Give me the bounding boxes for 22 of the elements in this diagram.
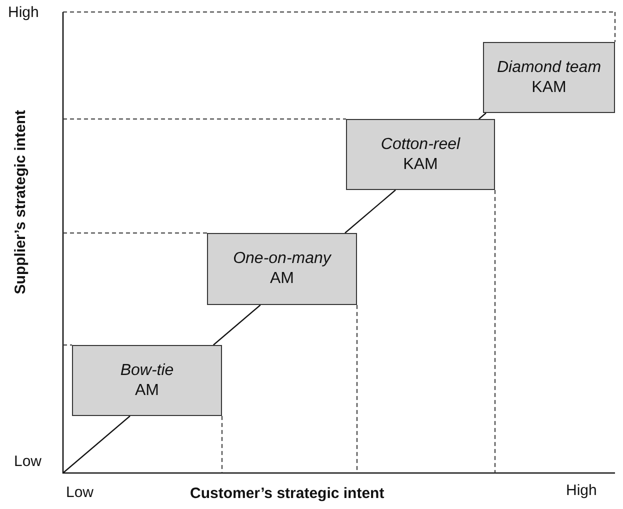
axis-tick-label: Low	[14, 453, 42, 470]
box-subtitle: AM	[270, 269, 294, 289]
strategy-box	[72, 345, 222, 416]
box-subtitle: KAM	[403, 154, 438, 174]
box-title: Bow-tie	[120, 360, 174, 380]
box-title: Cotton-reel	[380, 134, 460, 154]
box-subtitle: AM	[135, 380, 159, 400]
axis-tick-label: Low	[66, 484, 94, 501]
axis-tick-label: High	[566, 482, 597, 499]
axis-title: Supplier’s strategic intent	[12, 110, 29, 294]
connector-line	[478, 112, 486, 120]
strategy-box	[483, 42, 615, 113]
axis-title: Customer’s strategic intent	[190, 485, 384, 502]
connector-line	[62, 416, 130, 474]
connector-line	[213, 304, 261, 346]
connector-line	[344, 190, 396, 234]
strategy-box	[207, 233, 357, 305]
strategy-box	[346, 119, 495, 190]
box-subtitle: KAM	[532, 78, 566, 98]
box-title: One-on-many	[233, 249, 331, 269]
axis-tick-label: High	[8, 4, 39, 21]
box-title: Diamond team	[496, 58, 602, 78]
